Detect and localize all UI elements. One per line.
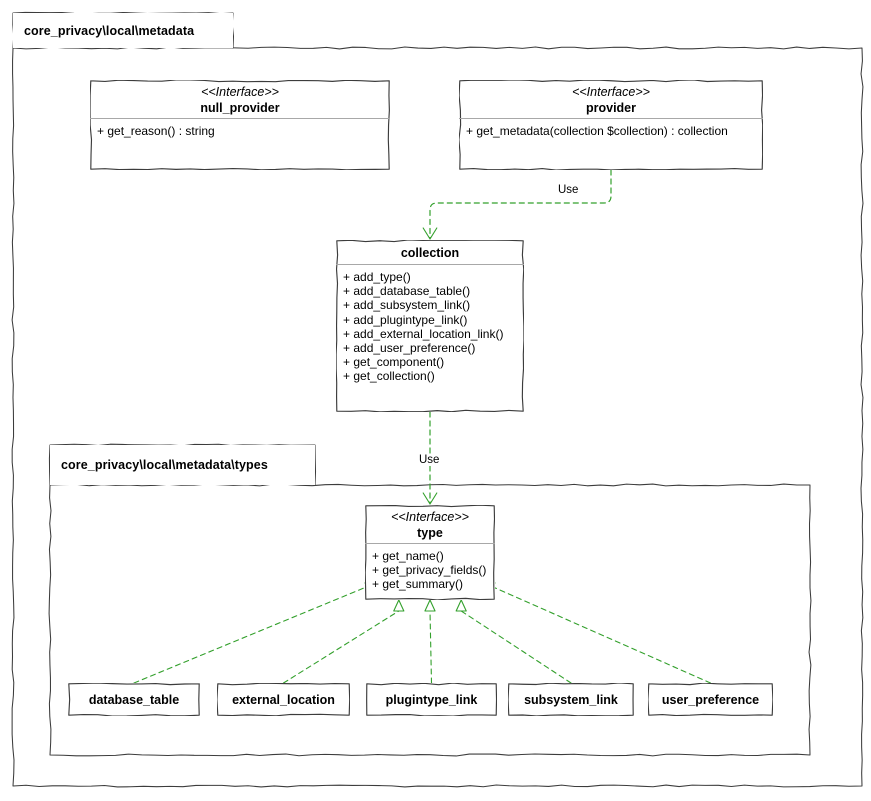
package-tab-core-privacy-local-metadata[interactable]: core_privacy\local\metadata <box>13 13 233 48</box>
class-box-database-table[interactable]: database_table <box>68 683 200 716</box>
class-name-label: external_location <box>232 692 335 707</box>
class-name-label: provider <box>585 101 636 115</box>
class-name-label: user_preference <box>661 692 760 707</box>
class-header: <<Interface>> provider <box>459 80 763 118</box>
package-tab-label: core_privacy\local\metadata\types <box>61 458 268 472</box>
class-member: + add_database_table() <box>343 284 471 299</box>
class-name-label: null_provider <box>200 101 280 115</box>
class-box-external-location[interactable]: external_location <box>217 683 350 716</box>
class-box-provider[interactable]: <<Interface>> provider + get_metadata(co… <box>459 80 763 170</box>
class-member: + get_component() <box>343 355 445 370</box>
class-box-plugintype-link[interactable]: plugintype_link <box>366 683 497 716</box>
class-name-label: database_table <box>88 692 180 707</box>
class-header: collection <box>336 240 524 264</box>
class-member: + get_collection() <box>343 369 435 384</box>
class-header: <<Interface>> type <box>365 505 495 543</box>
class-members: + add_type() + add_database_table() + ad… <box>336 265 524 390</box>
class-box-user-preference[interactable]: user_preference <box>648 683 773 716</box>
stereotype-label: <<Interface>> <box>391 510 469 524</box>
class-name-label: subsystem_link <box>524 692 618 707</box>
class-member: + get_metadata(collection $collection) :… <box>466 124 728 138</box>
class-box-null-provider[interactable]: <<Interface>> null_provider + get_reason… <box>90 80 390 170</box>
class-member: + get_reason() : string <box>97 124 215 138</box>
package-tab-core-privacy-local-metadata-types[interactable]: core_privacy\local\metadata\types <box>50 445 315 485</box>
class-member: + add_subsystem_link() <box>343 298 471 313</box>
class-box-collection[interactable]: collection + add_type() + add_database_t… <box>336 240 524 412</box>
class-name-label: type <box>417 526 443 540</box>
class-member: + get_privacy_fields() <box>372 563 487 578</box>
class-name-label: collection <box>400 246 460 260</box>
package-tab-label: core_privacy\local\metadata <box>24 23 195 38</box>
class-member: + add_external_location_link() <box>343 326 504 341</box>
stereotype-label: <<Interface>> <box>572 85 650 99</box>
class-box-subsystem-link[interactable]: subsystem_link <box>508 683 634 716</box>
class-member: + get_name() <box>372 549 444 563</box>
relation-label-use: Use <box>417 454 442 466</box>
class-members: + get_name() + get_privacy_fields() + ge… <box>365 544 495 598</box>
class-member: + add_plugintype_link() <box>343 312 468 327</box>
class-member: + get_summary() <box>372 577 464 592</box>
class-box-type[interactable]: <<Interface>> type + get_name() + get_pr… <box>365 505 495 600</box>
class-header: <<Interface>> null_provider <box>90 80 390 118</box>
class-members: + get_metadata(collection $collection) :… <box>459 119 763 144</box>
class-member: + add_type() <box>343 270 411 284</box>
class-member: + add_user_preference() <box>343 341 476 356</box>
class-members: + get_reason() : string <box>90 119 390 144</box>
relation-label-use: Use <box>556 184 581 196</box>
stereotype-label: <<Interface>> <box>201 85 279 99</box>
class-name-label: plugintype_link <box>385 692 478 707</box>
